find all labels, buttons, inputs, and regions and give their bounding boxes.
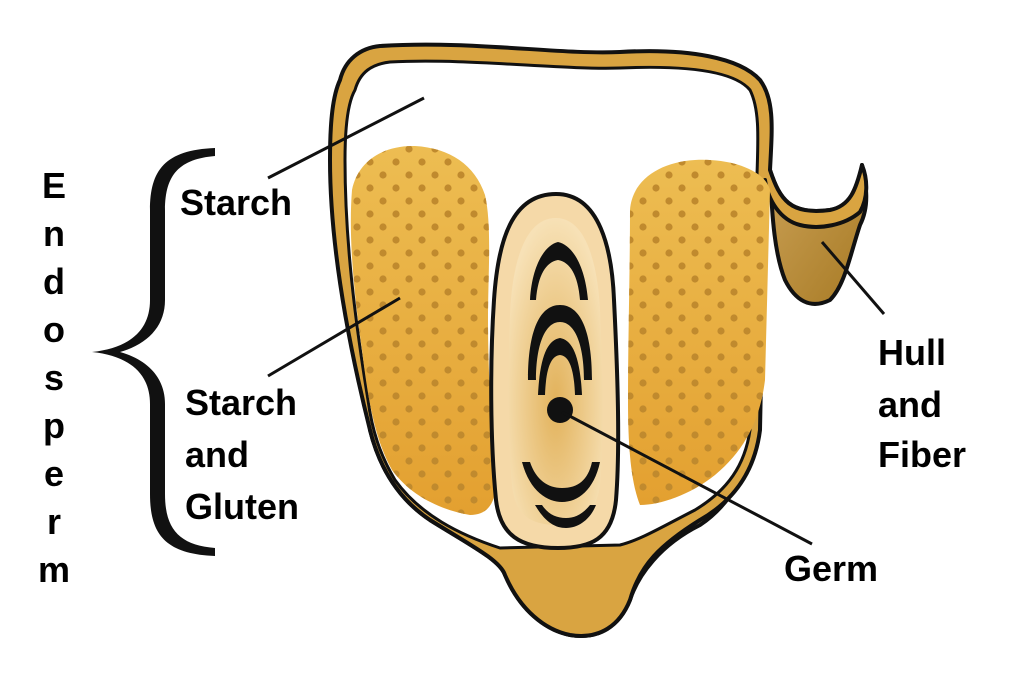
germ-arc-3 bbox=[538, 338, 582, 395]
germ-center-dot bbox=[547, 397, 573, 423]
endosperm-letter: e bbox=[43, 453, 65, 494]
starch-leader-line bbox=[267, 96, 425, 180]
hull-leader-line bbox=[820, 241, 886, 315]
endosperm-letter: n bbox=[43, 213, 65, 254]
endosperm-letter: m bbox=[37, 549, 70, 590]
starch-gluten-label-line3: Gluten bbox=[185, 486, 299, 527]
starch-gluten-label-line1: Starch bbox=[185, 382, 298, 423]
endosperm-letter: s bbox=[43, 357, 65, 398]
hull-label-line3: Fiber bbox=[878, 434, 967, 475]
starch-label: Starch bbox=[180, 182, 293, 223]
starch-gluten-label-line2: and bbox=[185, 434, 250, 475]
germ-label: Germ bbox=[784, 548, 879, 589]
endosperm-letter: o bbox=[43, 309, 65, 350]
hull-label-line1: Hull bbox=[878, 332, 946, 373]
germ-bottom-arc-1 bbox=[522, 462, 600, 502]
endosperm-letter: E bbox=[41, 165, 66, 206]
starch-gluten-left-dots bbox=[350, 145, 497, 515]
endosperm-label: E n d o s p e r m bbox=[32, 162, 76, 594]
germ-leader-line bbox=[561, 410, 813, 546]
endosperm-brace bbox=[92, 148, 215, 556]
hull-label-line2: and bbox=[878, 384, 943, 425]
starch-gluten-leader-line bbox=[267, 296, 401, 378]
endosperm-letter: p bbox=[43, 405, 65, 446]
germ-arc-1 bbox=[530, 242, 588, 300]
endosperm-letter: d bbox=[43, 261, 65, 302]
hull-flap bbox=[768, 163, 869, 306]
endosperm-letter: r bbox=[46, 501, 61, 542]
starch-gluten-right-dots bbox=[628, 159, 770, 505]
germ-bottom-arc-2 bbox=[535, 505, 596, 528]
germ-arc-2 bbox=[528, 305, 592, 380]
